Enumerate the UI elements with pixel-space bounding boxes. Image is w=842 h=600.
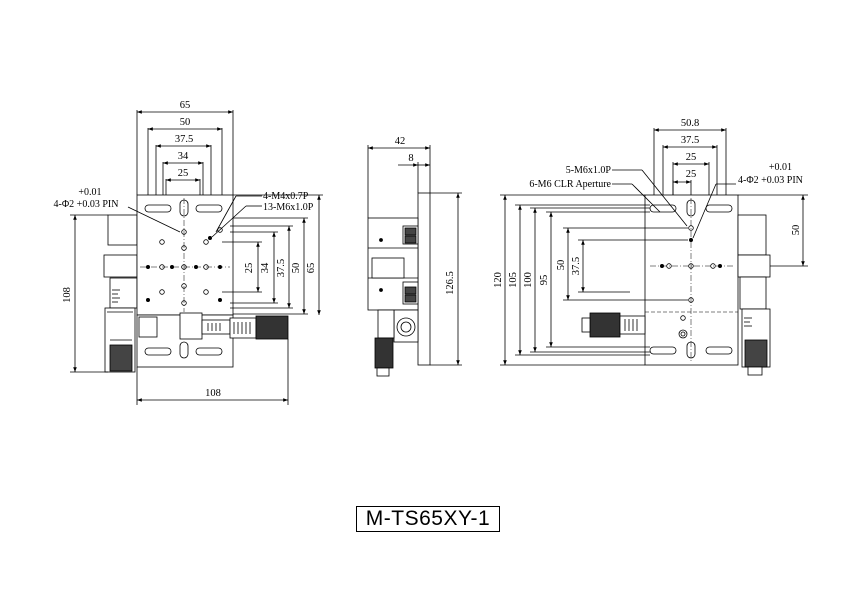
top-view — [70, 110, 323, 405]
dim-right-50: 50 — [291, 263, 302, 274]
model-title: M-TS65XY-1 — [356, 506, 500, 532]
dim-95: 95 — [539, 275, 550, 286]
dim-50: 50 — [180, 117, 191, 128]
bottom-view — [500, 128, 808, 376]
callout-m4: 4-M4x0.7P — [263, 191, 309, 202]
dim-left-108: 108 — [62, 287, 73, 303]
pin-tolerance-upper-b: +0.01 — [769, 162, 792, 173]
dim-126-5: 126.5 — [445, 271, 456, 295]
dim-right-37-5: 37.5 — [276, 259, 287, 277]
dim-25-a: 25 — [686, 152, 697, 163]
dim-37-5-left: 37.5 — [571, 257, 582, 275]
dim-right-65: 65 — [306, 263, 317, 274]
dim-8: 8 — [408, 153, 413, 164]
pin-label-b: 4-Φ2 +0.03 PIN — [738, 175, 803, 186]
dim-50-left: 50 — [556, 260, 567, 271]
side-view — [367, 145, 462, 377]
dim-120: 120 — [493, 272, 504, 288]
dim-100: 100 — [523, 272, 534, 288]
dim-65: 65 — [180, 100, 191, 111]
dim-25-b: 25 — [686, 169, 697, 180]
dim-right-25: 25 — [244, 263, 255, 274]
dim-50-8: 50.8 — [681, 118, 699, 129]
dim-bottom-108: 108 — [205, 388, 221, 399]
dim-right-34: 34 — [260, 262, 271, 273]
dim-105: 105 — [508, 272, 519, 288]
bottom-view-labels: 50.8 37.5 25 25 5-M6x1.0P 6-M6 CLR Apert… — [493, 118, 803, 288]
top-view-labels: 65 50 37.5 34 25 +0.01 4-Φ2 +0.03 PIN 4-… — [54, 100, 317, 399]
dim-37-5-top: 37.5 — [681, 135, 699, 146]
dim-25: 25 — [178, 168, 189, 179]
pin-tolerance-upper: +0.01 — [78, 187, 101, 198]
dim-50-right: 50 — [791, 225, 802, 236]
pin-label: 4-Φ2 +0.03 PIN — [54, 199, 119, 210]
dim-34: 34 — [178, 151, 189, 162]
side-view-labels: 42 8 126.5 — [395, 136, 456, 295]
callout-5-m6: 5-M6x1.0P — [566, 165, 612, 176]
callout-m6: 13-M6x1.0P — [263, 202, 314, 213]
callout-clr-aperture: 6-M6 CLR Aperture — [529, 179, 611, 190]
dim-37-5: 37.5 — [175, 134, 193, 145]
dim-42: 42 — [395, 136, 406, 147]
